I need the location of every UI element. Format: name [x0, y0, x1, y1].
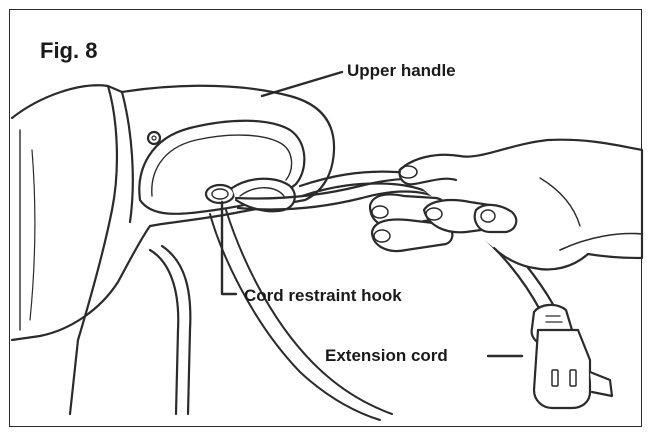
leader-cord-restraint-hook: [220, 200, 238, 296]
cord-restraint-hook: [204, 177, 296, 213]
label-upper-handle: Upper handle: [347, 61, 456, 80]
plug: [530, 303, 614, 410]
leader-lines: [220, 70, 524, 358]
label-extension-cord: Extension cord: [325, 346, 448, 365]
figure-title: Fig. 8: [40, 38, 98, 63]
tool-body: [10, 84, 336, 416]
hand: [368, 138, 644, 271]
label-cord-restraint-hook: Cord restraint hook: [244, 286, 402, 305]
leader-upper-handle: [260, 70, 344, 98]
